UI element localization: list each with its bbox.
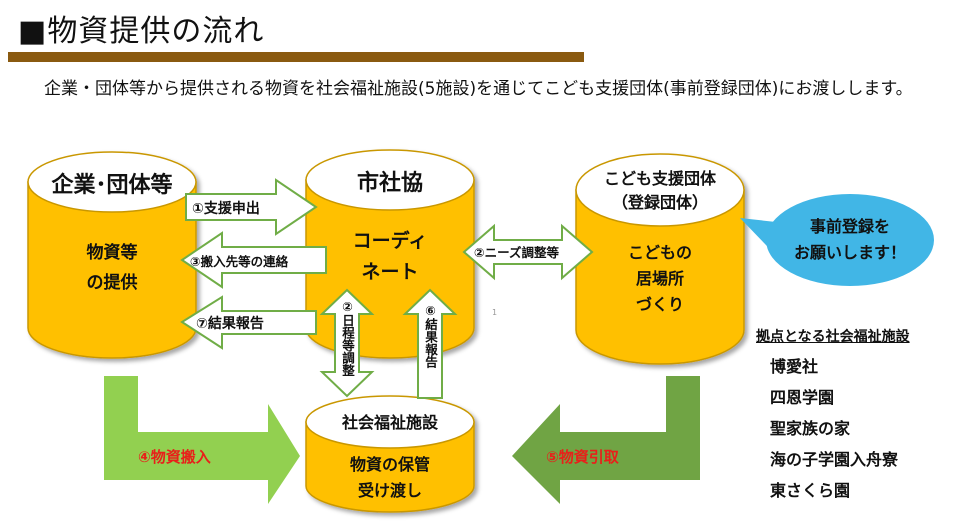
arrow-label-result-report-up: ⑥結果報告 [423, 303, 438, 368]
arrow-delivery-contact [180, 231, 327, 289]
facility-item: 海の子学園入舟寮 [770, 450, 899, 469]
facility-body-line2: 受け渡し [358, 481, 422, 500]
arrow-label-needs-adjustment: ②ニーズ調整等 [474, 245, 559, 260]
arrow-label-result-report-left: ⑦結果報告 [196, 315, 264, 332]
support-body-line3: づくり [636, 295, 684, 314]
big-arrow-pickup [512, 376, 700, 504]
facility-item: 四恩学園 [770, 388, 835, 407]
arrow-label-delivery: ④物資搬入 [138, 448, 211, 466]
support-body-line2: 居場所 [636, 269, 684, 288]
cylinder-companies [27, 151, 197, 359]
bubble-line1: 事前登録を [810, 217, 890, 236]
arrow-label-support-offer: ①支援申出 [192, 200, 260, 217]
companies-body-line2: の提供 [87, 272, 138, 293]
cylinder-facility [305, 395, 475, 513]
facility-item: 東さくら園 [770, 481, 851, 500]
arrow-label-pickup: ⑤物資引取 [546, 448, 620, 466]
arrow-result-report-left [180, 295, 317, 350]
arrow-label-schedule-adjustment: ②日程等調整 [340, 299, 355, 377]
intro-text: 企業・団体等から提供される物資を社会福祉施設(5施設)を通じてこども支援団体(事… [44, 79, 913, 99]
arrow-label-delivery-contact: ③搬入先等の連絡 [190, 254, 289, 269]
facility-list: 拠点となる社会福祉施設 博愛社 四恩学園 聖家族の家 海の子学園入舟寮 東さくら… [756, 326, 910, 501]
cylinder-support-groups [575, 153, 745, 365]
arrow-schedule-adjustment [319, 288, 375, 398]
companies-body-line1: 物資等 [87, 242, 138, 263]
registration-speech-bubble [740, 194, 934, 286]
page-title: ■物資提供の流れ [18, 14, 265, 49]
companies-label: 企業･団体等 [50, 172, 172, 198]
support-label-line1: こども支援団体 [604, 169, 717, 188]
facility-item: 聖家族の家 [770, 419, 851, 438]
page-number: 1 [492, 308, 498, 317]
facility-body-line1: 物資の保管 [350, 455, 430, 474]
bubble-line2: お願いします！ [794, 243, 906, 262]
title-underline-bar [8, 52, 584, 62]
arrow-result-report-up [402, 288, 458, 399]
council-label: 市社協 [357, 170, 423, 196]
big-arrow-delivery [104, 376, 300, 504]
arrow-needs-adjustment [462, 223, 594, 281]
support-label-line2: （登録団体） [612, 193, 708, 212]
facility-item: 博愛社 [770, 357, 819, 376]
arrow-support-offer [185, 178, 318, 236]
facility-list-heading: 拠点となる社会福祉施設 [756, 329, 910, 345]
support-body-line1: こどもの [628, 243, 692, 262]
council-body-line2: ネート [361, 261, 418, 283]
council-body-line1: コーディ [353, 229, 428, 252]
facility-label: 社会福祉施設 [341, 413, 439, 432]
